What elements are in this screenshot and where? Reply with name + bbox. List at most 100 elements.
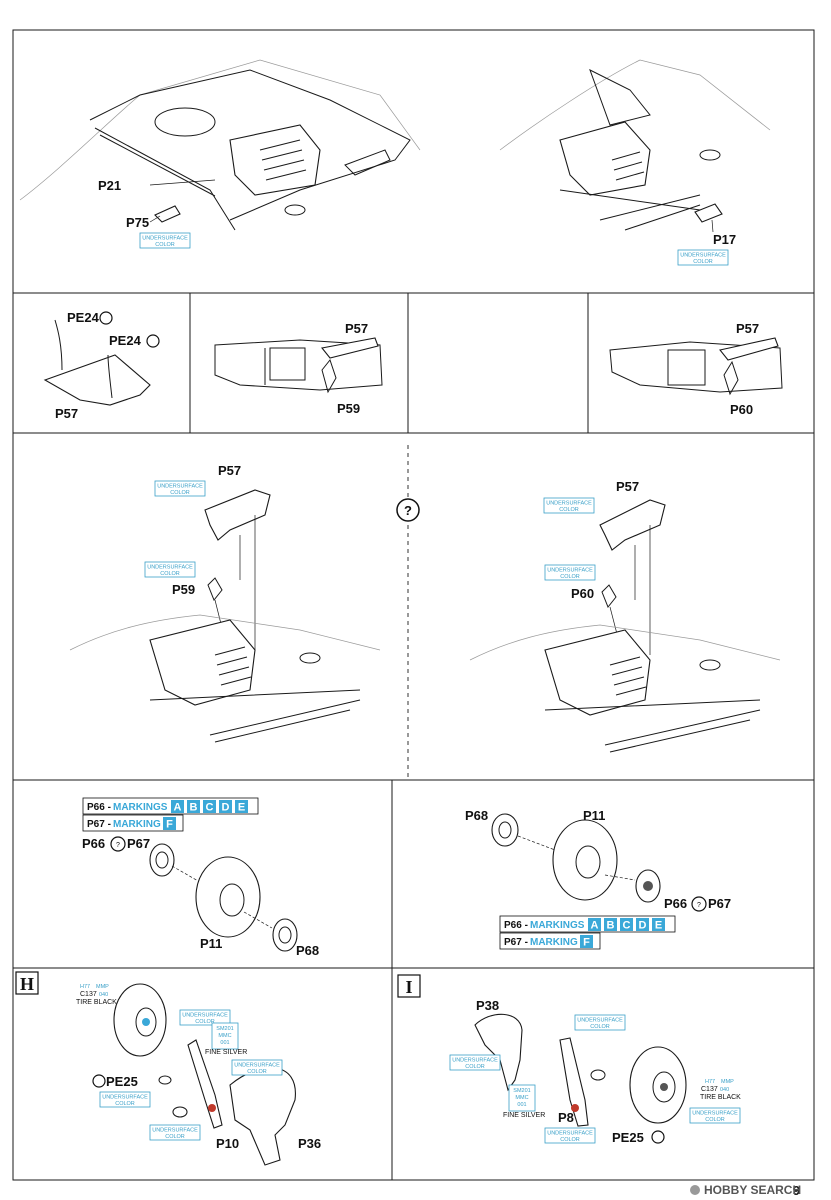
step-h-box [15, 971, 39, 995]
svg-text:UNDERSURFACE: UNDERSURFACE [157, 484, 203, 490]
svg-text:COLOR: COLOR [705, 1117, 725, 1123]
panel-rail-r [559, 189, 701, 221]
section-assembly-p60: P57 P60 UNDERSURFACE COLOR UNDERSURFACE … [469, 479, 781, 753]
svg-text:A: A [591, 920, 599, 932]
hub-p68-inner [278, 926, 292, 944]
step-h-label: H [20, 974, 34, 994]
label-p75: P75 [126, 215, 149, 230]
color-callout-undersurface-2: UNDERSURFACE COLOR [677, 249, 729, 266]
svg-text:P67 -: P67 - [87, 819, 111, 830]
color-callout-sm201-i: SM201 MMC 001 FINE SILVER [503, 1084, 545, 1119]
svg-text:?: ? [116, 842, 120, 849]
svg-text:001: 001 [220, 1040, 229, 1046]
svg-text:B: B [190, 802, 198, 814]
step-i-label: I [405, 977, 412, 997]
svg-text:P66 -: P66 - [87, 802, 111, 813]
svg-text:P66 -: P66 - [504, 920, 528, 931]
wheel-h [113, 983, 167, 1057]
label-pe25-b: PE25 [612, 1130, 644, 1145]
part-p57-large-r [599, 499, 666, 551]
svg-text:MARKINGS: MARKINGS [113, 802, 168, 813]
marking-letters-right: A B C D E [588, 918, 665, 932]
fuselage-upper-edge [89, 69, 411, 221]
panel-rail-c [544, 699, 761, 746]
color-callout-undersurface-14: UNDERSURFACE COLOR [689, 1107, 741, 1124]
photo-etch-icon [146, 334, 160, 348]
svg-text:UNDERSURFACE: UNDERSURFACE [152, 1128, 198, 1134]
part-p57-small-r [719, 337, 779, 361]
svg-text:H77: H77 [705, 1079, 715, 1085]
small-disc-i [590, 1069, 606, 1081]
svg-text:UNDERSURFACE: UNDERSURFACE [182, 1013, 228, 1019]
section-p17: P17 UNDERSURFACE COLOR [499, 59, 771, 266]
svg-text:COLOR: COLOR [165, 1134, 185, 1140]
label-p38: P38 [476, 998, 499, 1013]
question-icon [110, 836, 126, 852]
photo-etch-icon [92, 1074, 106, 1088]
part-p57-small [320, 337, 379, 359]
air-scoop [344, 149, 391, 176]
section-wheel-right: P68 P11 P66 ? P67 P66 - MARKINGS A B C D… [465, 808, 731, 950]
question-icon [396, 498, 420, 522]
hub-p68-b [491, 813, 519, 847]
svg-text:D: D [222, 802, 230, 814]
section-p57-p60: P57 P60 [609, 321, 783, 417]
svg-text:MMP: MMP [96, 984, 109, 990]
color-callout-sm201-h: SM201 MMC 001 FINE SILVER [205, 1022, 247, 1056]
wheel-p11-a [195, 856, 261, 938]
svg-text:SM201: SM201 [513, 1088, 530, 1094]
wheel-p11-b [552, 819, 618, 901]
svg-text:UNDERSURFACE: UNDERSURFACE [452, 1058, 498, 1064]
color-callout-undersurface-12: UNDERSURFACE COLOR [574, 1014, 626, 1031]
color-callout-undersurface-10: UNDERSURFACE COLOR [149, 1124, 201, 1141]
svg-text:COLOR: COLOR [465, 1064, 485, 1070]
svg-text:SM201: SM201 [216, 1026, 233, 1032]
svg-text:COLOR: COLOR [590, 1024, 610, 1030]
wheel-hub-a [219, 883, 245, 917]
label-p57-b: P57 [345, 321, 368, 336]
markings-key-right: P66 - MARKINGS A B C D E P67 - MARKING F [499, 915, 676, 950]
svg-text:UNDERSURFACE: UNDERSURFACE [546, 501, 592, 507]
svg-text:MMC: MMC [218, 1033, 231, 1039]
label-p10: P10 [216, 1136, 239, 1151]
part-p75-shape [154, 205, 181, 223]
svg-text:TIRE BLACK: TIRE BLACK [76, 999, 117, 1006]
wheel-i-hub [652, 1071, 676, 1103]
svg-text:UNDERSURFACE: UNDERSURFACE [680, 253, 726, 259]
photo-etch-icon [99, 311, 113, 325]
label-p21: P21 [98, 178, 121, 193]
label-p57-c: P57 [736, 321, 759, 336]
svg-text:?: ? [404, 503, 412, 518]
watermark: HOBBY SEARCH [690, 1183, 801, 1197]
fuselage-outline [19, 59, 421, 201]
label-p68-a: P68 [296, 943, 319, 958]
svg-text:UNDERSURFACE: UNDERSURFACE [547, 568, 593, 574]
hub-inner [155, 851, 169, 869]
svg-text:UNDERSURFACE: UNDERSURFACE [547, 1131, 593, 1137]
marking-letters-left: A B C D E [171, 800, 248, 814]
label-p57-d: P57 [218, 463, 241, 478]
color-callout-undersurface-11: UNDERSURFACE COLOR [449, 1054, 501, 1071]
markings-key-left: P66 - MARKINGS A B C D E P67 - MARKING F [82, 797, 259, 832]
small-part [158, 1075, 172, 1085]
svg-text:FINE SILVER: FINE SILVER [205, 1049, 247, 1056]
label-p59-a: P59 [337, 401, 360, 416]
option-choice: ? [396, 498, 420, 522]
wheel-hub-b [575, 845, 601, 879]
label-p66-a: P66 [82, 836, 105, 851]
svg-text:COLOR: COLOR [560, 574, 580, 580]
question-icon [691, 896, 707, 912]
part-p60-arm [723, 360, 739, 396]
svg-text:040: 040 [720, 1087, 729, 1093]
svg-text:?: ? [697, 902, 701, 909]
section-assembly-p59: P57 P59 UNDERSURFACE COLOR UNDERSURFACE … [69, 463, 381, 743]
wheel-h-hub [135, 1007, 157, 1037]
watermark-logo-icon [690, 1185, 700, 1195]
label-p66-b: P66 [664, 896, 687, 911]
svg-text:C: C [623, 920, 631, 932]
section-wheel-left: P66 - MARKINGS A B C D E P67 - MARKING F… [82, 797, 319, 958]
section-step-i: I P38 P8 PE25 UNDERSURFACE COLOR SM201 M… [397, 974, 741, 1145]
panel-rail-inner-r [624, 204, 701, 231]
